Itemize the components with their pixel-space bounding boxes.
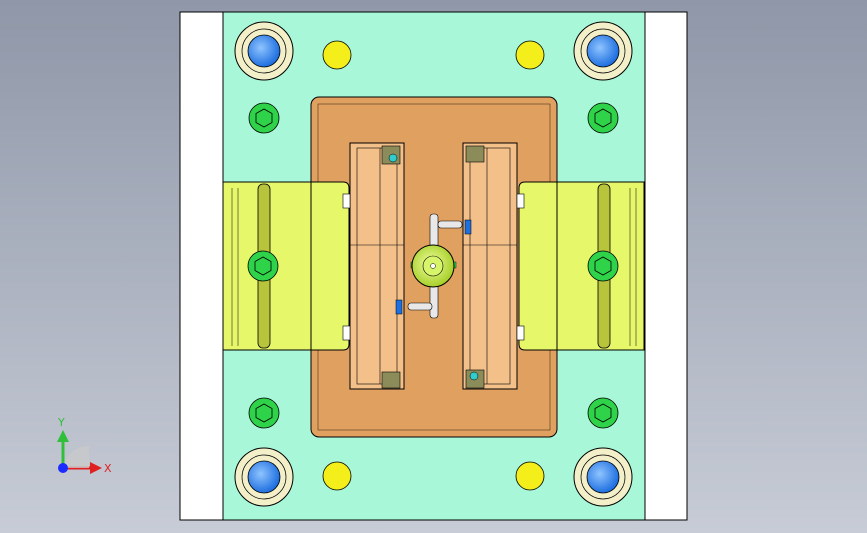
screw-bottom-left[interactable] [248, 397, 280, 429]
left-slider-wedge[interactable] [310, 181, 350, 351]
screw-bottom-right[interactable] [587, 397, 619, 429]
y-axis-arrowhead [57, 430, 69, 442]
pin-bottom-right[interactable] [515, 461, 545, 491]
sprue-bushing[interactable] [411, 244, 455, 288]
guide-bushing-top-left[interactable] [234, 21, 294, 81]
screw-top-left[interactable] [248, 102, 280, 134]
screw-top-right[interactable] [587, 102, 619, 134]
x-axis-label: X [104, 462, 112, 475]
guide-bushing-bottom-right[interactable] [573, 447, 633, 507]
pin-top-right[interactable] [515, 40, 545, 70]
z-axis-dot [58, 463, 68, 473]
y-axis-label: Y [57, 416, 65, 429]
guide-bushing-top-right[interactable] [573, 21, 633, 81]
right-slide-insert[interactable] [462, 142, 518, 390]
triad-plane [63, 445, 89, 468]
left-slide-notch [342, 193, 351, 341]
axis-triad: Y X [57, 416, 112, 475]
guide-bushing-bottom-left[interactable] [234, 447, 294, 507]
screw-middle-right[interactable] [587, 250, 619, 282]
x-axis-arrowhead [90, 462, 102, 474]
pin-top-left[interactable] [322, 40, 352, 70]
screw-middle-left[interactable] [247, 250, 279, 282]
right-slide-notch [516, 193, 525, 341]
left-slide-insert[interactable] [349, 142, 405, 390]
right-slider-wedge[interactable] [518, 181, 558, 351]
pin-bottom-left[interactable] [322, 461, 352, 491]
